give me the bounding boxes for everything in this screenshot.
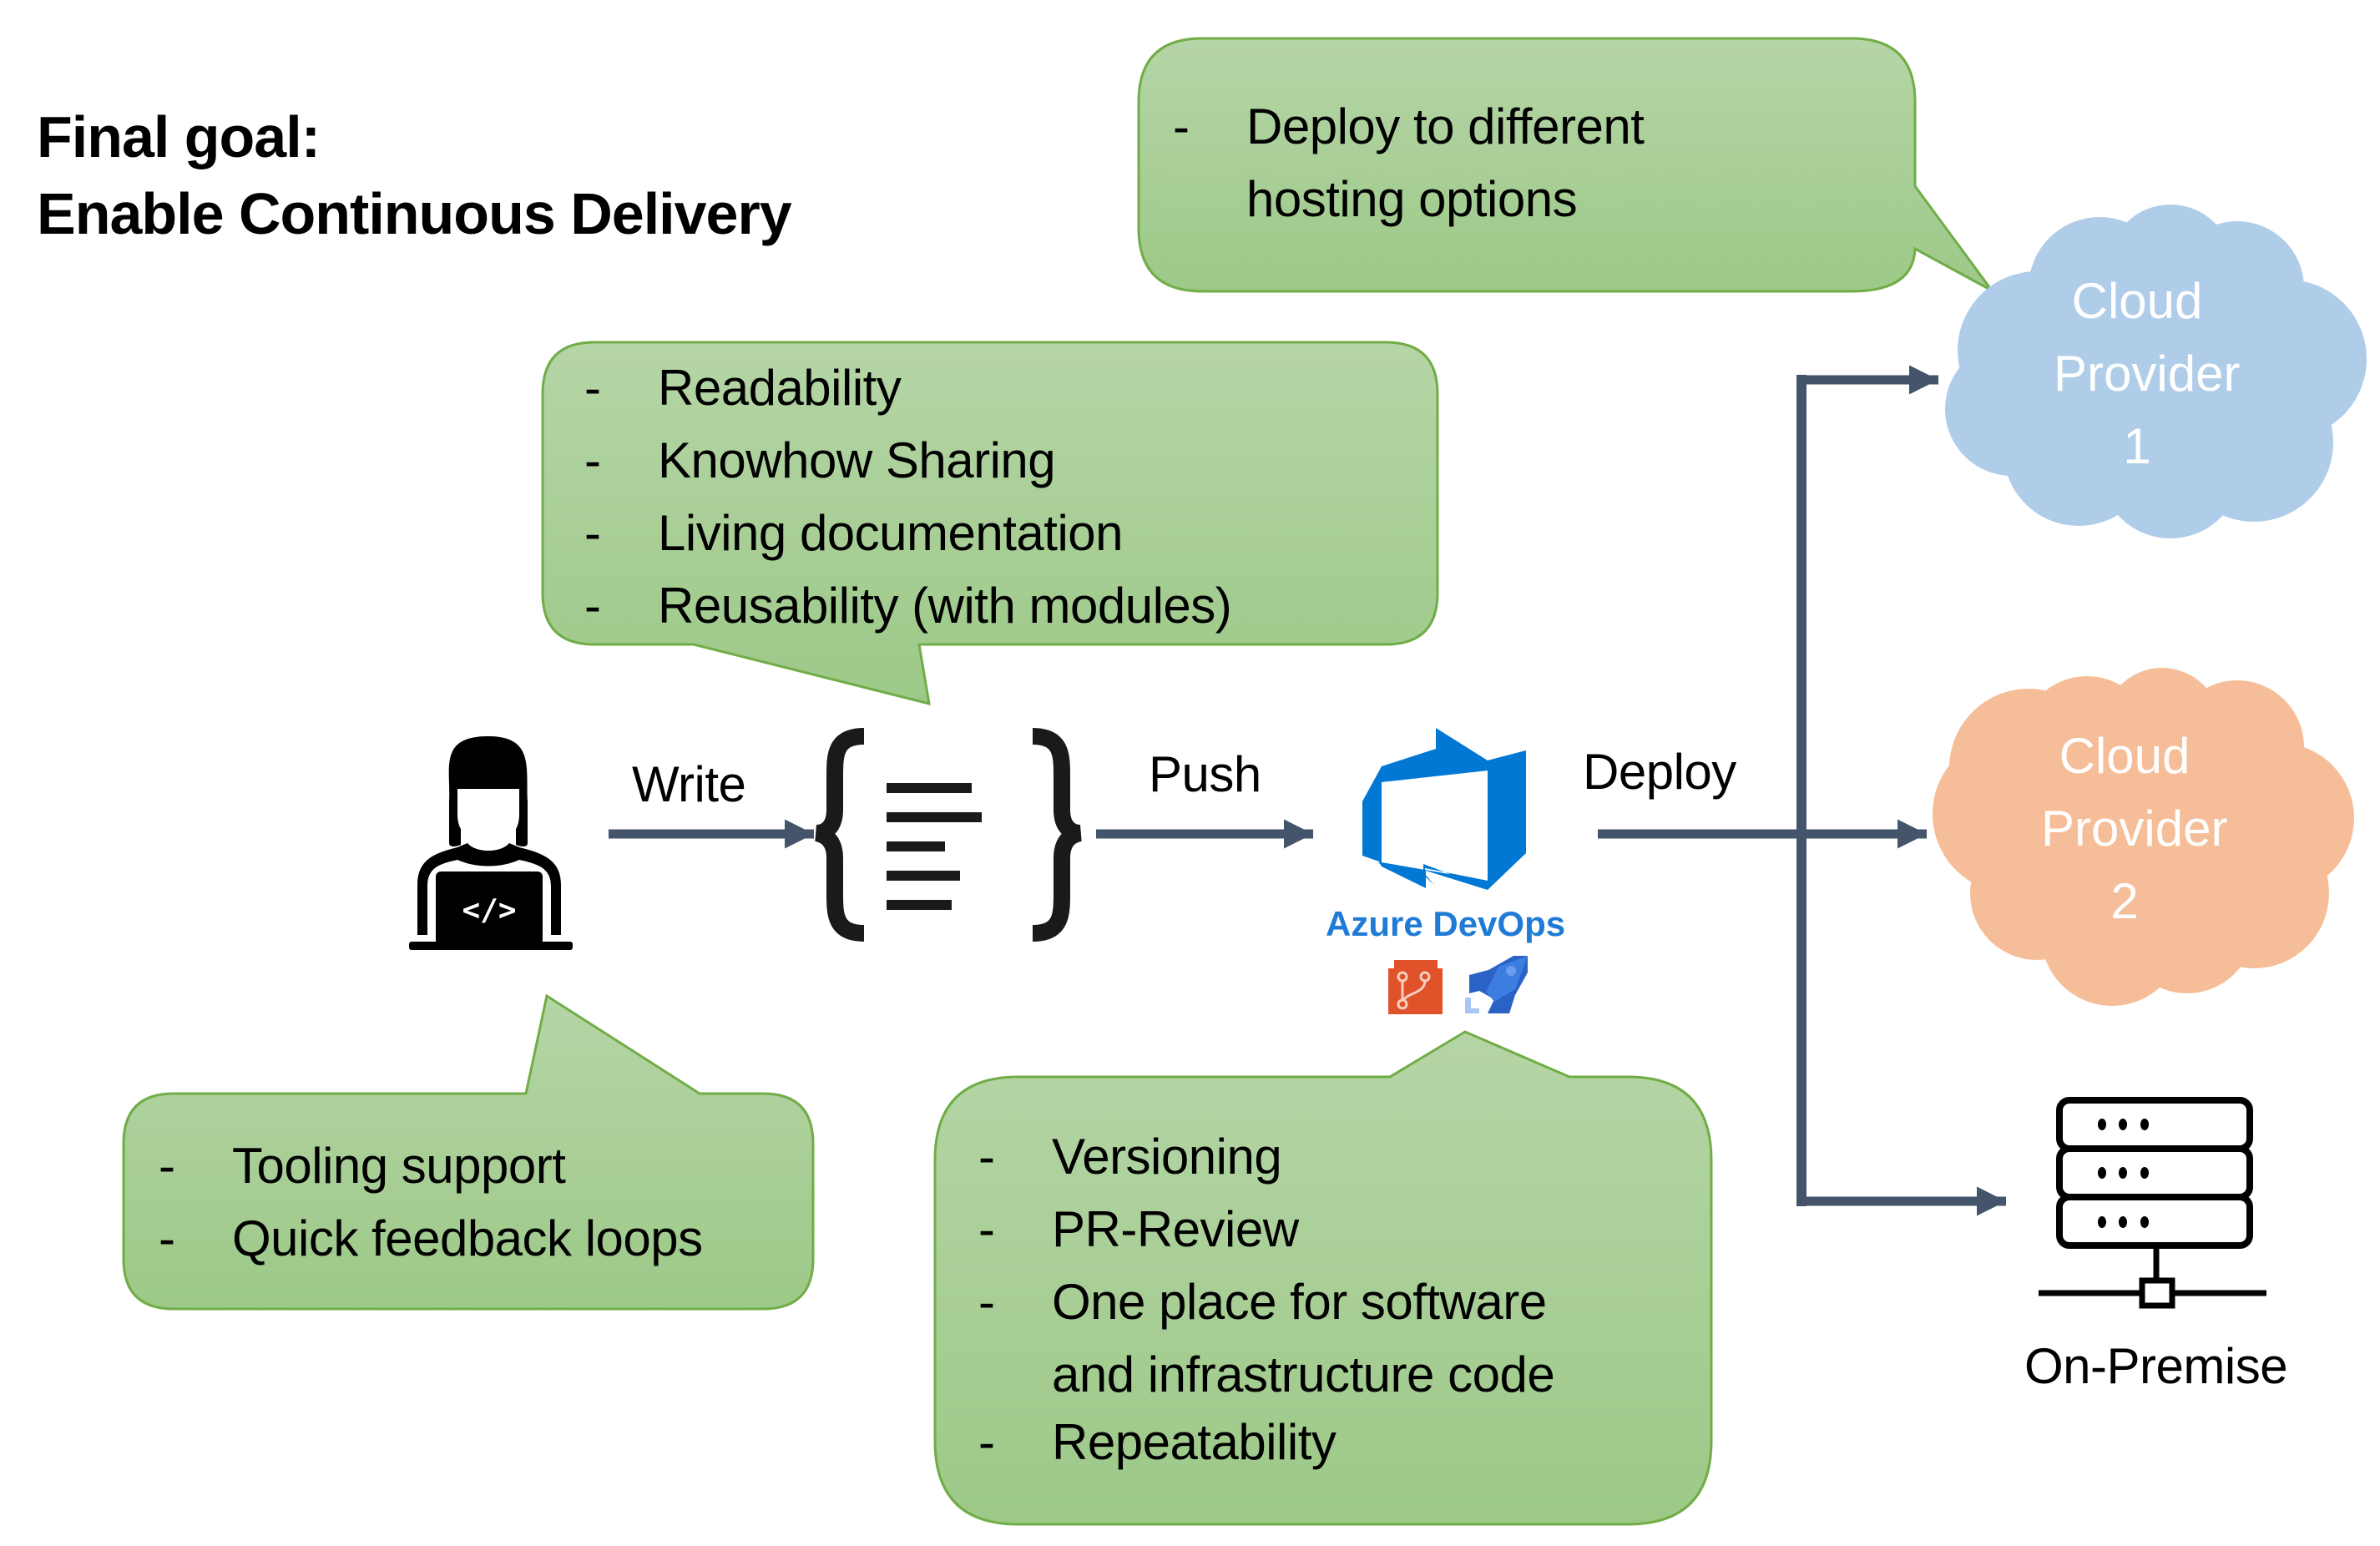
cloud-provider-2: Cloud Provider 2 [2041,720,2228,937]
callout-item-text: Repeatability [1052,1414,1337,1470]
azure-devops-label: Azure DevOps [1326,904,1566,943]
bullet-dash: - [584,432,601,488]
bullet-dash: - [1173,99,1190,154]
cloud-label-line: Provider [2041,801,2228,856]
callout-item-text: Deploy to different [1246,99,1645,154]
cloud-provider-1-shape [1945,205,2367,538]
azure-devops-logo-icon [1362,728,1526,890]
callout-hosting-shape [1137,37,1993,293]
callout-devops: - Versioning - PR-Review - One place for… [978,1120,1555,1478]
callout-item: - Knowhow Sharing [584,424,1231,497]
bullet-dash: - [159,1138,175,1194]
callout-item-text-cont: hosting options [1246,171,1578,227]
code-braces-icon [814,728,1083,942]
bullet-dash: - [978,1414,995,1470]
cloud-label-line: Provider [2054,346,2241,402]
callout-item-text: Living documentation [658,505,1124,561]
callout-item-text-cont: and infrastructure code [1052,1346,1555,1402]
developer-laptop-icon: </> [409,736,573,950]
callout-item: - Living documentation [584,497,1231,569]
callout-item: - One place for software [978,1266,1554,1338]
callout-code-shape [541,341,1439,706]
bullet-dash: - [978,1129,995,1185]
callout-item-text: Reusability (with modules) [658,578,1232,634]
cloud-label-line: Cloud [2071,273,2203,329]
bullet-dash: - [584,578,601,634]
push-label: Push [1149,746,1261,802]
cloud-label-line: 2 [2110,873,2139,929]
callout-devops-shape [933,1030,1713,1526]
callout-item: - Reusability (with modules) [584,569,1232,642]
callout-item-text: PR-Review [1052,1201,1299,1257]
bullet-dash: - [978,1274,995,1330]
callout-item-text: One place for software [1052,1274,1547,1330]
deploy-label: Deploy [1583,744,1736,800]
callout-item: - Quick feedback loops [159,1202,703,1275]
write-label: Write [632,756,746,812]
callout-code: - Readability - Knowhow Sharing - Living… [584,351,1232,642]
title-line-2: Enable Continuous Delivery [37,181,792,246]
azure-repos-icon [1388,960,1443,1014]
callout-item: - Versioning [978,1120,1554,1193]
cloud-label-line: 1 [2123,418,2151,474]
bullet-dash: - [584,505,601,561]
callout-item: - Readability [584,351,1231,424]
callout-item-text: Versioning [1052,1129,1282,1185]
callout-item-text: Quick feedback loops [232,1210,703,1266]
callout-developer: - Tooling support - Quick feedback loops [159,1129,703,1275]
callout-item: - Tooling support [159,1129,703,1202]
bullet-dash: - [159,1210,175,1266]
callout-hosting: - Deploy to different hosting options [1173,90,1645,235]
cloud-provider-2-shape [1933,668,2354,1006]
azure-pipelines-icon [1465,956,1528,1013]
server-rack-icon [2039,1097,2266,1309]
bullet-dash: - [584,360,601,416]
title-line-1: Final goal: [37,104,321,169]
on-premise-label: On-Premise [2024,1338,2288,1394]
page-title: Final goal: Enable Continuous Delivery [37,99,792,252]
callout-item-text: Readability [658,360,902,416]
callout-developer-shape [122,993,815,1311]
cloud-provider-1: Cloud Provider 1 [2054,265,2241,482]
callout-item: - PR-Review [978,1193,1554,1266]
callout-item-text: Knowhow Sharing [658,432,1056,488]
bullet-dash: - [978,1201,995,1257]
cloud-label-line: Cloud [2059,728,2191,784]
svg-text:</>: </> [462,893,516,927]
callout-item: - Repeatability [978,1406,1554,1478]
callout-item-text: Tooling support [232,1138,566,1194]
callout-item: - Deploy to different [1173,90,1645,163]
